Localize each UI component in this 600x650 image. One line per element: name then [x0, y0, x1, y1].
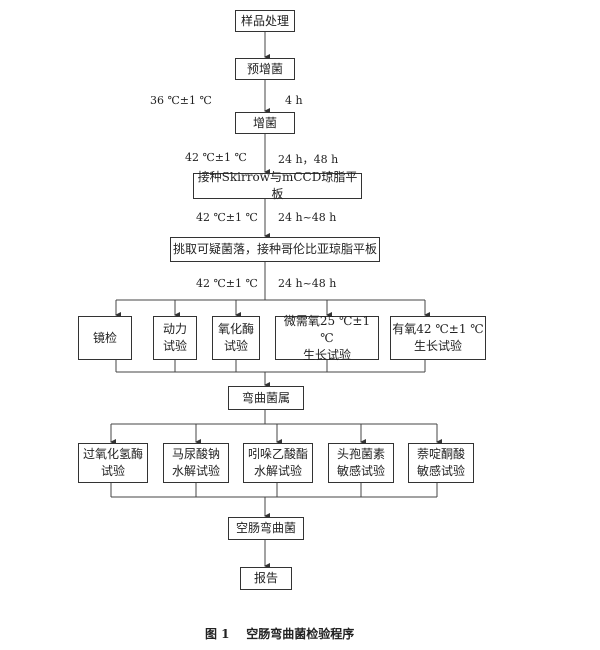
step-sample-processing: 样品处理 — [235, 10, 295, 32]
test-indoxyl-acetate: 吲哚乙酸酯 水解试验 — [243, 443, 313, 483]
test-microscopy: 镜检 — [78, 316, 132, 360]
test-motility: 动力 试验 — [153, 316, 197, 360]
test-nalidixic-acid: 萘啶酮酸 敏感试验 — [408, 443, 474, 483]
step-report: 报告 — [240, 567, 292, 590]
test-hippurate: 马尿酸钠 水解试验 — [163, 443, 229, 483]
test-cephalothin: 头孢菌素 敏感试验 — [328, 443, 394, 483]
condition-temp-2: 42 ℃±1 ℃ — [185, 151, 247, 164]
step-pick-colonies: 挑取可疑菌落，接种哥伦比亚琼脂平板 — [170, 237, 380, 262]
condition-temp-3: 42 ℃±1 ℃ — [196, 211, 258, 224]
test-aerobic-growth: 有氧42 ℃±1 ℃ 生长试验 — [390, 316, 486, 360]
step-inoculate-plates: 接种Skirrow与mCCD琼脂平板 — [193, 170, 362, 201]
step-c-jejuni: 空肠弯曲菌 — [228, 517, 304, 540]
condition-time-2: 24 h，48 h — [278, 153, 339, 166]
step-pre-enrichment: 预增菌 — [235, 58, 295, 80]
test-microaerobic-growth: 微需氧25 ℃±1 ℃ 生长试验 — [275, 314, 379, 362]
figure-caption: 图 1 空肠弯曲菌检验程序 — [205, 627, 355, 641]
condition-time-1: 4 h — [285, 94, 303, 107]
condition-time-4: 24 h~48 h — [278, 277, 337, 290]
test-catalase: 过氧化氢酶 试验 — [78, 443, 148, 483]
step-campylobacter-genus: 弯曲菌属 — [228, 386, 304, 410]
step-enrichment: 增菌 — [235, 112, 295, 134]
condition-temp-1: 36 ℃±1 ℃ — [150, 94, 212, 107]
test-oxidase: 氧化酶 试验 — [212, 316, 260, 360]
condition-time-3: 24 h~48 h — [278, 211, 337, 224]
condition-temp-4: 42 ℃±1 ℃ — [196, 277, 258, 290]
